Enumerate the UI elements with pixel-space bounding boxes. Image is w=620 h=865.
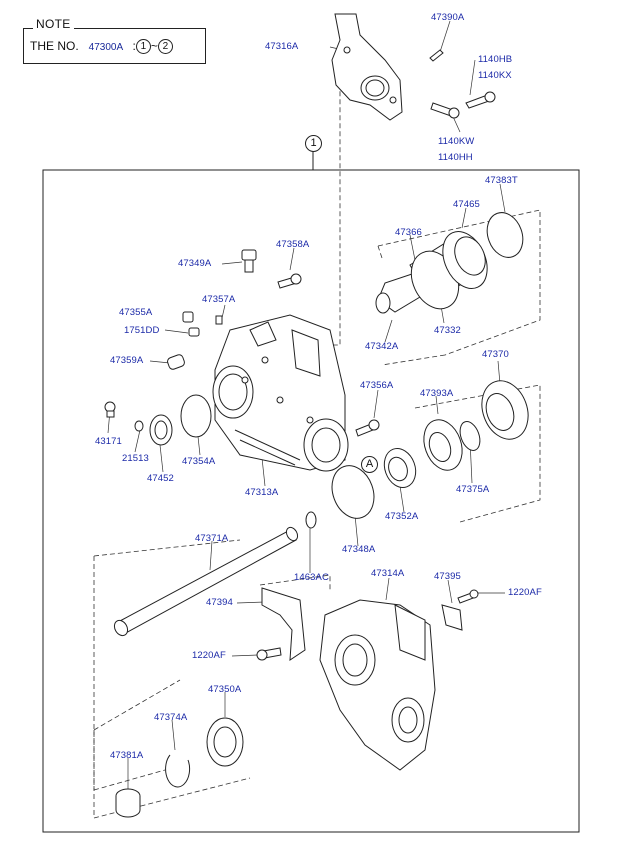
bolt-47390A [429,49,444,62]
bolt-47356A [355,419,380,437]
note-range-sep: ~ [150,39,158,53]
label-1140KX: 1140KX [478,70,512,81]
label-1220AF-right: 1220AF [508,587,542,598]
label-43171: 43171 [95,436,122,447]
bolt-1220AF-left [256,647,282,661]
label-1140KW: 1140KW [438,136,475,147]
clip-1751DD [188,327,200,337]
bolt-1140KX [465,91,496,109]
plug-47349A [241,249,257,273]
plate-47394 [261,587,306,661]
part-47395 [441,604,463,631]
label-47350A: 47350A [208,684,242,695]
label-47375A: 47375A [456,484,490,495]
label-47359A: 47359A [110,355,144,366]
label-47465: 47465 [453,199,480,210]
note-box: THE NO. 47300A :1~2 [23,28,206,64]
label-47355A: 47355A [119,307,153,318]
label-47393A: 47393A [420,388,454,399]
label-47313A: 47313A [245,487,279,498]
cap-47355A [182,311,194,323]
label-47366: 47366 [395,227,422,238]
label-21513: 21513 [122,453,149,464]
washer-21513 [134,420,144,432]
label-47395: 47395 [434,571,461,582]
note-colon: : [132,39,136,53]
bolt-1140KW [430,102,460,119]
ring-1463AC [305,511,317,529]
label-47332: 47332 [434,325,461,336]
label-47356A: 47356A [360,380,394,391]
transfer-case-47313A [212,314,349,472]
label-47352A: 47352A [385,511,419,522]
bracket-part [331,13,403,121]
group-frame [42,169,580,833]
bushing-47381A [115,788,141,818]
gear-shaft-assembly [375,231,488,314]
note-line: THE NO. 47300A :1~2 [30,39,173,55]
pin-47357A [215,315,223,325]
label-1463AC: 1463AC [294,572,329,583]
label-1140HB: 1140HB [478,54,513,65]
label-47394: 47394 [206,597,233,608]
o-ring-47348A [331,465,375,519]
label-1751DD: 1751DD [124,325,160,336]
seal-47352A [383,448,417,488]
seal-47452 [149,414,173,446]
label-47348A: 47348A [342,544,376,555]
label-47357A: 47357A [202,294,236,305]
seal-47350A [206,717,244,767]
case-47314A [319,599,436,771]
note-title: NOTE [33,17,74,31]
label-47314A: 47314A [371,568,405,579]
label-47371A: 47371A [195,533,229,544]
label-47358A: 47358A [276,239,310,250]
o-ring-47354A [180,394,212,438]
bolt-1220AF-right [457,589,479,604]
ring-47375A [459,421,481,451]
label-47381A: 47381A [110,750,144,761]
group-marker: 1 [305,135,322,152]
label-47390A: 47390A [431,12,465,23]
label-47354A: 47354A [182,456,216,467]
snap-ring-47465 [486,212,524,258]
label-47452: 47452 [147,473,174,484]
note-range-start: 1 [135,39,151,55]
label-1220AF-left: 1220AF [192,650,226,661]
note-part-no: 47300A [88,42,124,53]
label-47316A: 47316A [265,41,299,52]
shaft-47371A [113,526,299,637]
label-47342A: 47342A [365,341,399,352]
label-47374A: 47374A [154,712,188,723]
label-47349A: 47349A [178,258,212,269]
label-47370: 47370 [482,349,509,360]
cover-47393A [423,419,463,471]
plug-43171 [104,401,116,418]
ref-marker-a: A [361,456,378,473]
note-prefix: THE NO. [30,39,79,53]
pin-47359A [167,354,185,370]
bolt-47358A [277,273,302,289]
bearing-47370 [481,380,529,440]
note-range-end: 2 [157,39,173,55]
snap-ring-47374A [165,754,191,788]
label-1140HH: 1140HH [438,152,473,163]
label-47383T: 47383T [485,175,518,186]
